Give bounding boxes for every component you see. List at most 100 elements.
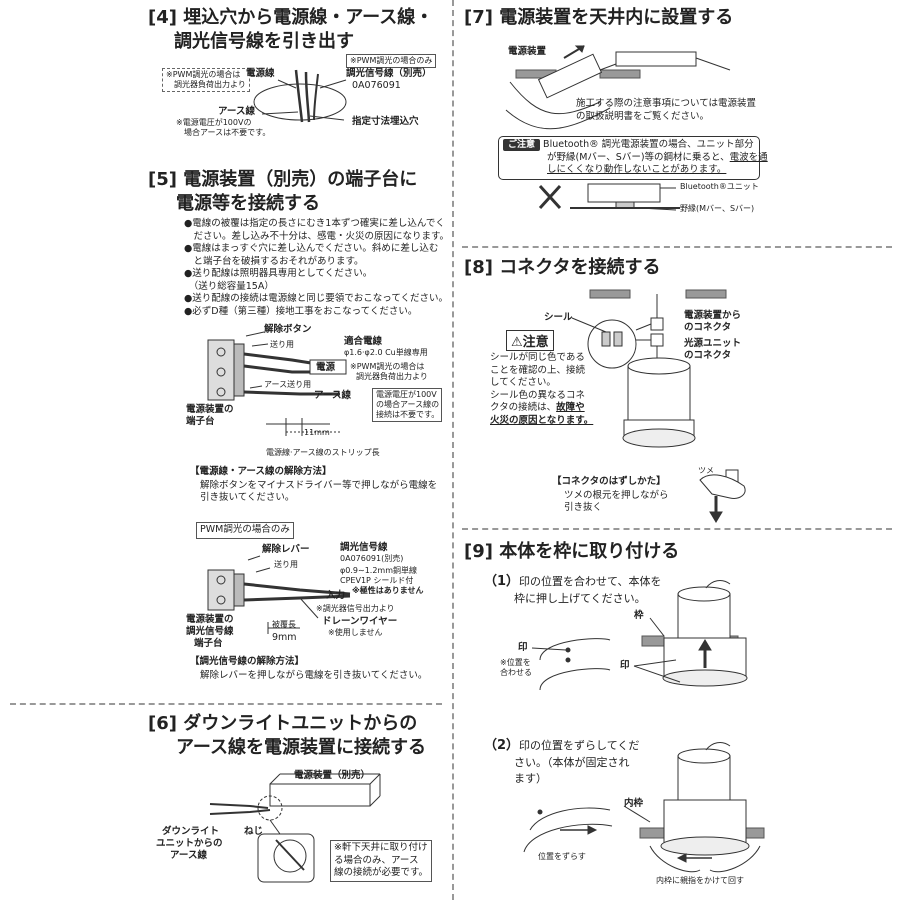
s7-caution-tag: ご注意	[503, 139, 541, 151]
s7-psu-label: 電源装置	[508, 46, 547, 57]
s5-wire-spec-detail: φ1.6·φ2.0 Cu単線専用	[344, 348, 428, 357]
s5-pwm-box: PWM調光の場合のみ	[196, 522, 294, 539]
s5-signal-note: ※調光器信号出力より	[316, 604, 395, 613]
s4-title-line2: 調光信号線を引き出す	[174, 31, 354, 52]
s6-unit-label-2: ユニットからの	[156, 838, 223, 849]
s5-earth-feed-label: アース送り用	[264, 380, 312, 389]
s5-release-lever-label: 解除レバー	[262, 544, 310, 555]
s6-unit-label-3: アース線	[170, 850, 207, 861]
s8-warning-line: ことを確認の上、接続	[490, 364, 586, 376]
s8-warning-text: シールが同じ色である ことを確認の上、接続 してください。 シール色の異なるコネ…	[490, 352, 593, 427]
s7-nobuchi-label: 野縁(Mバー、Sバー)	[680, 204, 755, 213]
s8-psu-conn-1: 電源装置から	[684, 310, 742, 321]
s5-bullet: ●必ずD種（第三種）接地工事をおこなってください。	[184, 305, 418, 317]
s6-note: ※軒下天井に取り付け る場合のみ、アース 線の接続が必要です。	[330, 840, 433, 882]
s5-signal-polarity: ※極性はありません	[352, 586, 424, 595]
s5-sig-release-title: 【調光信号線の解除方法】	[190, 656, 305, 667]
s8-title: [8] コネクタを接続する	[464, 257, 661, 278]
s6-note-line: る場合のみ、アース	[334, 854, 419, 866]
signal-terminal-shape	[207, 569, 235, 611]
s8-seal-label: シール	[544, 312, 573, 323]
s5-drain-note: ※使用しません	[328, 628, 383, 637]
s8-psu-conn-2: のコネクタ	[684, 322, 732, 333]
s5-sig-terminal-3: 端子台	[194, 638, 223, 649]
s6-psu-label: 電源装置（別売）	[294, 770, 371, 781]
s9-step1: （1）印の位置を合わせて、本体を 枠に押し上げてください。	[484, 574, 662, 606]
s5-title-line1: [5] 電源装置（別売）の端子台に	[148, 169, 418, 190]
s4-signal-model: 0A076091	[352, 80, 401, 91]
s4-pwm-note-line2: 調光器負荷出力より	[174, 80, 246, 89]
divider-s7-s8	[462, 246, 892, 248]
s7-caution-text: が野縁(Mバー、Sバー)等の鋼材に乗ると、	[547, 151, 730, 163]
s5-voltage-note-line: の場合アース線の	[376, 400, 440, 409]
s7-bt-unit-label: Bluetooth®ユニット	[680, 182, 759, 191]
s9-align-2: 合わせる	[500, 668, 532, 677]
s8-warning-label: ⚠注意	[506, 330, 554, 351]
ceiling-hole	[253, 83, 347, 121]
s5-release-text-2: 引き抜いてください。	[200, 492, 295, 503]
s5-bullet: （送り総容量15A）	[184, 280, 274, 292]
s5-bullet: ●電線はまっすぐ穴に差し込んでください。斜めに差し込む	[184, 243, 439, 254]
s7-note-2: の取扱説明書をご覧ください。	[576, 111, 710, 122]
s8-remove-text-1: ツメの根元を押しながら	[564, 490, 669, 501]
s5-release-button-label: 解除ボタン	[264, 324, 312, 335]
s5-voltage-note-line: 接続は不要です。	[376, 410, 440, 419]
s4-title-line1: [4] 埋込穴から電源線・アース線・	[148, 7, 434, 28]
s8-warning-line: シール色の異なるコネ	[490, 389, 586, 401]
s9-title: [9] 本体を枠に取り付ける	[464, 541, 680, 562]
s9-inner-frame-label: 内枠	[624, 798, 644, 809]
s5-sig-terminal-2: 調光信号線	[186, 626, 234, 637]
s8-warning-line: してください。	[490, 377, 556, 388]
s5-release-text-1: 解除ボタンをマイナスドライバー等で押しながら電線を	[200, 480, 438, 491]
s9-shift-label: 位置をずらす	[538, 852, 586, 861]
column-divider	[452, 0, 454, 900]
psu-rotated	[537, 53, 603, 99]
s5-cover-length-label: 被覆長	[272, 620, 296, 629]
s8-warning-part: クタの接続は、	[490, 402, 557, 413]
s9-step2-text: さい。（本体が固定され	[514, 755, 630, 769]
s6-note-line: ※軒下天井に取り付け	[334, 842, 428, 853]
power-wire-line	[294, 69, 304, 123]
s5-sig-terminal-1: 電源装置の	[186, 614, 234, 625]
psu-installed	[615, 51, 697, 67]
s5-power-label: 電源	[316, 362, 336, 373]
s5-signal-spec-1: φ0.9∼1.2mm銅単線	[340, 566, 418, 575]
s9-step2-number: （2）	[484, 738, 520, 753]
s7-caution-line2: が野縁(Mバー、Sバー)等の鋼材に乗ると、電波を通	[503, 151, 768, 165]
s4-pwm-note-line1: ※PWM調光の場合は	[166, 70, 241, 79]
s8-warning-bold-line: 火災の原因となります。	[490, 414, 594, 426]
s8-warning-line: クタの接続は、故障や	[490, 402, 593, 415]
s8-remove-text-2: 引き抜く	[564, 502, 603, 513]
s5-release-title: 【電源線・アース線の解除方法】	[190, 466, 332, 477]
s5-bullet-list: ●電線の被覆は指定の長さにむき1本ずつ確実に差し込んでく ださい。差し込み不十分…	[184, 218, 449, 318]
s5-feed2-label: 送り用	[274, 560, 298, 569]
s8-remove-title: 【コネクタのはずしかた】	[552, 476, 666, 487]
s9-step2: （2）印の位置をずらしてくだ さい。（本体が固定され ます）	[484, 738, 640, 786]
s5-bullet: ●送り配線の接続は電源線と同じ要領でおこなってください。	[184, 293, 449, 304]
s4-voltage-note-1: ※電源電圧が100Vの	[176, 118, 252, 127]
s5-strip-length: 11mm	[304, 428, 330, 437]
s9-mark-label: 印	[518, 642, 528, 653]
s5-sig-release-text: 解除レバーを押しながら電線を引き抜いてください。	[200, 670, 428, 681]
s9-mark2-label: 印	[620, 660, 630, 671]
s6-note-line: 線の接続が必要です。	[334, 867, 429, 878]
s5-wire-spec-label: 適合電線	[344, 336, 383, 347]
s7-note-1: 施工する際の注意事項については電源装置	[576, 98, 757, 109]
s7-caution-text-underline: 電波を通	[729, 151, 768, 163]
s5-drain-label: ドレーンワイヤー	[322, 616, 398, 627]
s8-tsume-label: ツメ	[698, 466, 714, 475]
s4-pwm-note: ※PWM調光の場合は 調光器負荷出力より	[162, 68, 250, 92]
s5-earth-label: アース線	[314, 390, 351, 401]
s9-rotate-label: 内枠に親指をかけて回す	[656, 876, 744, 885]
s9-align-1: ※位置を	[500, 658, 531, 667]
signal-wire-line	[313, 73, 319, 121]
s5-voltage-note: 電源電圧が100V の場合アース線の 接続は不要です。	[372, 388, 442, 422]
s4-power-wire-label: 電源線	[246, 68, 275, 79]
s7-caution-line1: ご注意 Bluetooth® 調光電源装置の場合、ユニット部分	[503, 139, 755, 152]
s8-src-conn-1: 光源ユニット	[684, 338, 742, 349]
s9-step1-number: （1）	[484, 574, 520, 589]
s5-feed-label: 送り用	[270, 340, 294, 349]
s9-step2-text: 印の位置をずらしてくだ	[519, 739, 640, 752]
s5-input-label: 入力	[326, 590, 346, 601]
